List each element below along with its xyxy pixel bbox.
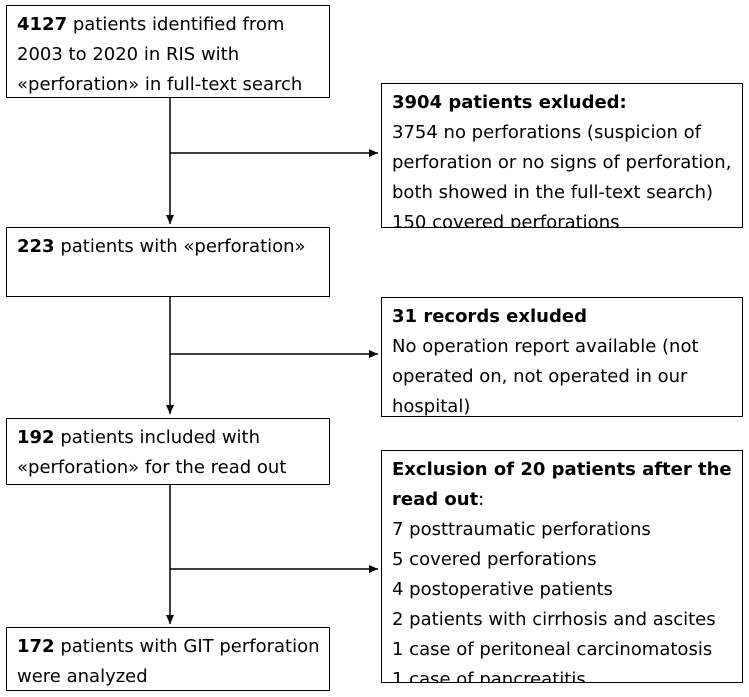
- excluded-2-line-1: No operation report available (not: [392, 336, 699, 357]
- with-perforation-count: 223: [17, 236, 55, 257]
- excluded-box-3: Exclusion of 20 patients after the read …: [381, 450, 743, 683]
- analyzed-count: 172: [17, 636, 55, 657]
- identified-line-2: 2003 to 2020 in RIS with: [17, 44, 240, 65]
- excluded-1-line-2: perforation or no signs of perforation,: [392, 152, 732, 173]
- excluded-3-heading-1: Exclusion of 20 patients after the: [392, 459, 732, 480]
- identified-line-1: patients identified from: [72, 14, 285, 35]
- included-count: 192: [17, 427, 55, 448]
- analyzed-line-1: patients with GIT perforation: [60, 636, 320, 657]
- excluded-3-line-5: 1 case of peritoneal carcinomatosis: [392, 639, 713, 660]
- excluded-3-heading-2: read out: [392, 489, 479, 510]
- excluded-2-heading: 31 records exluded: [392, 306, 587, 327]
- analyzed-line-2: were analyzed: [17, 666, 148, 687]
- excluded-1-line-4: 150 covered perforations: [392, 212, 620, 228]
- excluded-2-line-2: operated on, not operated in our: [392, 366, 688, 387]
- included-line-2: «perforation» for the read out: [17, 457, 287, 478]
- excluded-3-line-2: 5 covered perforations: [392, 549, 597, 570]
- identified-count: 4127: [17, 14, 68, 35]
- included-box: 192 patients included with «perforation»…: [6, 418, 330, 485]
- excluded-1-heading: 3904 patients exluded:: [392, 92, 627, 113]
- excluded-3-line-4: 2 patients with cirrhosis and ascites: [392, 609, 716, 630]
- excluded-3-heading-suffix: :: [478, 489, 485, 510]
- with-perforation-box: 223 patients with «perforation»: [6, 227, 330, 297]
- with-perforation-line-1: patients with «perforation»: [60, 236, 306, 257]
- excluded-1-line-1: 3754 no perforations (suspicion of: [392, 122, 701, 143]
- excluded-box-1: 3904 patients exluded: 3754 no perforati…: [381, 83, 743, 228]
- excluded-3-line-3: 4 postoperative patients: [392, 579, 613, 600]
- excluded-2-line-3: hospital): [392, 396, 471, 417]
- excluded-box-2: 31 records exluded No operation report a…: [381, 297, 743, 417]
- identified-box: 4127 patients identified from 2003 to 20…: [6, 5, 330, 98]
- excluded-1-line-3: both showed in the full-text search): [392, 182, 714, 203]
- analyzed-box: 172 patients with GIT perforation were a…: [6, 627, 330, 691]
- included-line-1: patients included with: [60, 427, 261, 448]
- identified-line-3: «perforation» in full-text search: [17, 74, 303, 95]
- excluded-3-line-6: 1 case of pancreatitis: [392, 669, 586, 683]
- excluded-3-line-1: 7 posttraumatic perforations: [392, 519, 651, 540]
